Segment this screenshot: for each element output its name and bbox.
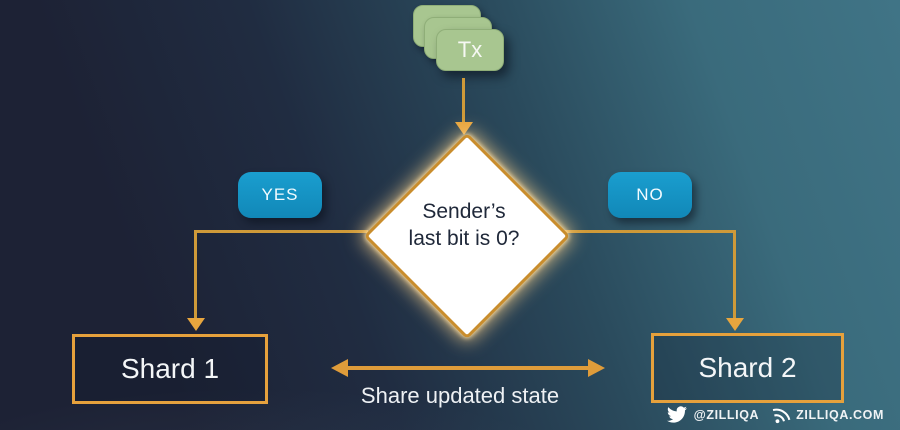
no-badge-label: NO: [636, 185, 664, 204]
no-branch-arrowhead-icon: [726, 318, 744, 331]
yes-badge: YES: [238, 172, 322, 218]
no-badge: NO: [608, 172, 692, 218]
tx-to-decision-arrowhead-icon: [455, 122, 473, 135]
share-state-label: Share updated state: [360, 383, 560, 408]
no-branch-vertical-line: [733, 230, 736, 320]
share-state-left-arrowhead-icon: [331, 359, 348, 377]
website-label: ZILLIQA.COM: [796, 407, 884, 422]
shard-1-box: Shard 1: [72, 334, 268, 404]
yes-branch-vertical-line: [194, 230, 197, 320]
no-branch-horizontal-line: [562, 230, 736, 233]
shard-2-label: Shard 2: [698, 352, 797, 383]
twitter-bird-icon: [666, 406, 687, 423]
tx-to-decision-line: [462, 78, 465, 124]
rss-waves-icon: [772, 405, 791, 424]
tx-label: Tx: [457, 37, 483, 62]
share-state-line: [348, 366, 588, 370]
share-state-right-arrowhead-icon: [588, 359, 605, 377]
decision-question-line1: Sender’s: [422, 200, 506, 223]
shard-1-label: Shard 1: [120, 353, 220, 384]
twitter-handle-label: @ZILLIQA: [693, 407, 760, 422]
decision-question: Sender’s last bit is 0?: [369, 198, 559, 252]
shard-2-box: Shard 2: [651, 333, 844, 403]
yes-badge-label: YES: [261, 185, 299, 204]
yes-branch-horizontal-line: [196, 230, 368, 233]
website-group: ZILLIQA.COM: [772, 405, 884, 424]
footer-brand-bar: @ZILLIQA ZILLIQA.COM: [666, 405, 884, 424]
decision-question-line2: last bit is 0?: [408, 227, 520, 250]
yes-branch-arrowhead-icon: [187, 318, 205, 331]
tx-card-front: Tx: [436, 29, 504, 71]
